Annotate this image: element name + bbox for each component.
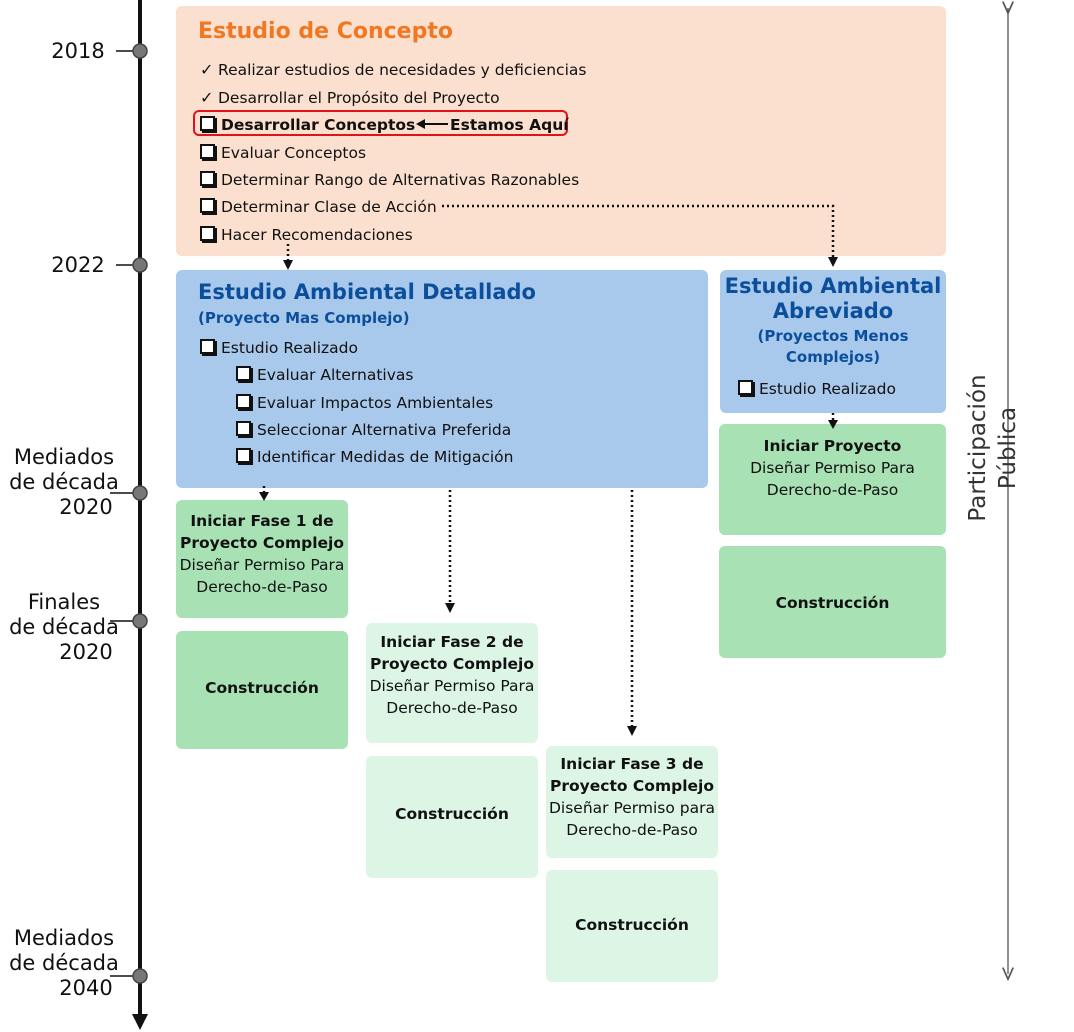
phase3-box: Iniciar Fase 3 de Proyecto Complejo Dise… <box>546 746 718 858</box>
concept-item-6: Determinar Clase de Acción <box>200 197 437 217</box>
phase3-construction-box: Construcción <box>546 870 718 982</box>
arrow-left-icon <box>416 119 448 129</box>
check-icon: ✓ <box>200 60 214 79</box>
project-desc: Diseñar Permiso Para <box>750 459 915 477</box>
checkbox-icon <box>236 366 251 381</box>
participation-label: Participación Pública <box>965 374 1021 522</box>
construction-label: Construcción <box>395 805 509 823</box>
phase3-desc: Diseñar Permiso para <box>548 799 715 817</box>
checkbox-icon <box>236 448 251 463</box>
checkbox-icon <box>236 421 251 436</box>
detailed-sub-item-2: Evaluar Impactos Ambientales <box>236 393 493 413</box>
timeline-markers <box>132 43 148 984</box>
concept-item-5: Determinar Rango de Alternativas Razonab… <box>200 170 579 190</box>
concept-item-current: Desarrollar Conceptos <box>200 115 415 135</box>
timeline-label-2022: 2022 <box>51 253 105 277</box>
phase1-desc: Diseñar Permiso Para <box>179 556 345 574</box>
detailed-main-item: Estudio Realizado <box>200 338 358 358</box>
phase1-construction-box: Construcción <box>176 631 348 749</box>
timeline-arrowhead <box>132 1014 148 1030</box>
phase2-title: Iniciar Fase 2 de <box>380 633 524 651</box>
checkbox-icon <box>200 171 215 186</box>
checkbox-icon <box>738 380 753 395</box>
phase2-desc: Diseñar Permiso Para <box>369 677 535 695</box>
checkbox-icon <box>200 339 215 354</box>
checkbox-icon <box>200 198 215 213</box>
project-box: Iniciar Proyecto Diseñar Permiso Para De… <box>719 424 946 535</box>
abbreviated-item: Estudio Realizado <box>738 379 896 399</box>
checkbox-icon <box>200 144 215 159</box>
detailed-sub-item-3: Seleccionar Alternativa Preferida <box>236 420 511 440</box>
construction-label: Construcción <box>575 916 689 934</box>
checkbox-icon <box>200 226 215 241</box>
detailed-study-subtitle: (Proyecto Mas Complejo) <box>198 309 410 327</box>
phase3-title: Iniciar Fase 3 de <box>560 755 704 773</box>
project-title: Iniciar Proyecto <box>763 437 902 455</box>
timeline-ticks <box>110 50 140 977</box>
here-label: Estamos Aquí <box>450 116 569 134</box>
detailed-study-title: Estudio Ambiental Detallado <box>198 280 536 304</box>
detailed-sub-item-4: Identificar Medidas de Mitigación <box>236 447 513 467</box>
phase1-box: Iniciar Fase 1 de Proyecto Complejo Dise… <box>176 500 348 618</box>
phase2-box: Iniciar Fase 2 de Proyecto Complejo Dise… <box>366 623 538 743</box>
construction-label: Construcción <box>205 679 319 697</box>
concept-item-4: Evaluar Conceptos <box>200 143 366 163</box>
current-step-highlight <box>193 110 568 136</box>
check-icon: ✓ <box>200 88 214 107</box>
project-construction-box: Construcción <box>719 546 946 658</box>
concept-item-1: ✓Realizar estudios de necesidades y defi… <box>200 60 587 79</box>
detailed-study-box: Estudio Ambiental Detallado (Proyecto Ma… <box>176 270 708 488</box>
construction-label: Construcción <box>775 594 890 612</box>
phase1-title: Iniciar Fase 1 de <box>190 512 334 530</box>
concept-item-2: ✓Desarrollar el Propósito del Proyecto <box>200 88 500 107</box>
phase2-construction-box: Construcción <box>366 756 538 878</box>
detailed-sub-item-1: Evaluar Alternativas <box>236 365 413 385</box>
concept-study-box: Estudio de Concepto ✓Realizar estudios d… <box>176 6 946 256</box>
checkbox-icon <box>200 116 215 131</box>
concept-item-7: Hacer Recomendaciones <box>200 225 413 245</box>
concept-study-title: Estudio de Concepto <box>198 19 453 44</box>
checkbox-icon <box>236 394 251 409</box>
timeline-label-2018: 2018 <box>51 39 105 63</box>
